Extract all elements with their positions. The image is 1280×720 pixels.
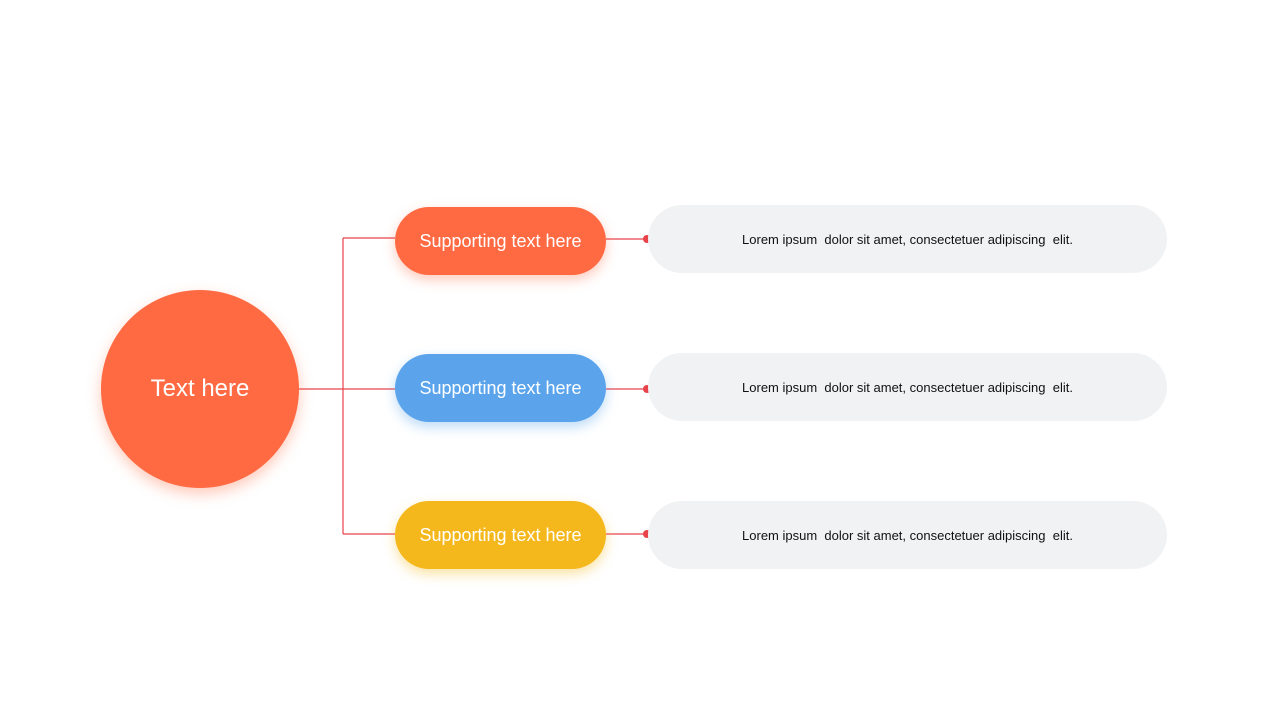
center-node: Text here bbox=[101, 290, 299, 488]
branch-node-1-label: Supporting text here bbox=[419, 230, 582, 251]
center-node-label: Text here bbox=[150, 375, 250, 402]
description-box-2: Lorem ipsum dolor sit amet, consectetuer… bbox=[648, 353, 1167, 421]
description-3-text: Lorem ipsum dolor sit amet, consectetuer… bbox=[742, 527, 1073, 543]
description-box-1: Lorem ipsum dolor sit amet, consectetuer… bbox=[648, 205, 1167, 273]
description-2-text: Lorem ipsum dolor sit amet, consectetuer… bbox=[742, 379, 1073, 395]
branch-node-2-label: Supporting text here bbox=[419, 377, 582, 398]
branch-node-2: Supporting text here bbox=[395, 354, 606, 422]
branch-node-1: Supporting text here bbox=[395, 207, 606, 275]
description-1-text: Lorem ipsum dolor sit amet, consectetuer… bbox=[742, 231, 1073, 247]
branch-node-3-label: Supporting text here bbox=[419, 524, 582, 545]
branch-node-3: Supporting text here bbox=[395, 501, 606, 569]
description-box-3: Lorem ipsum dolor sit amet, consectetuer… bbox=[648, 501, 1167, 569]
